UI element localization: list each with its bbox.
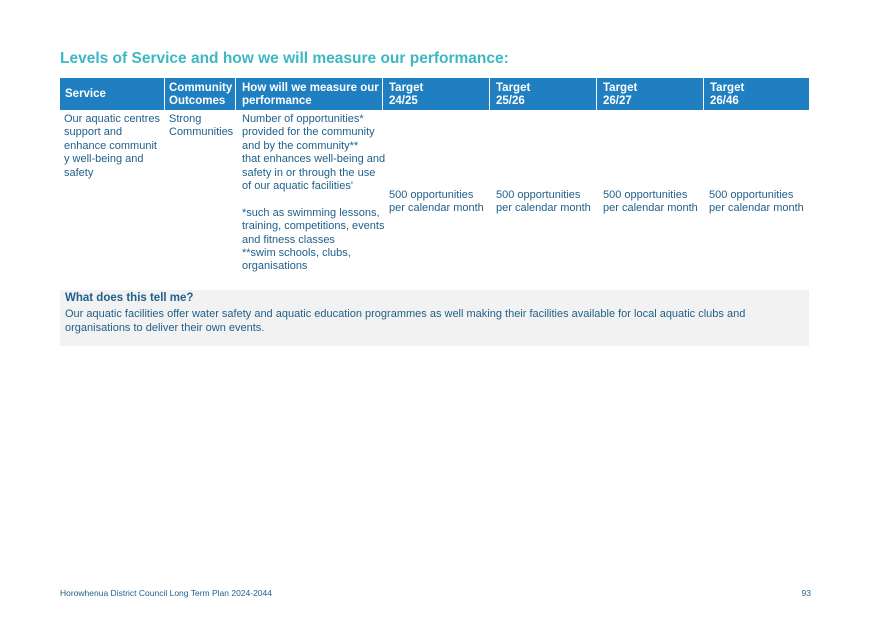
header-measure: How will we measure our performance: [236, 78, 382, 110]
header-community-outcomes: Community Outcomes: [165, 78, 235, 110]
header-target-25-26: Target 25/26: [490, 78, 596, 110]
explanation-box: What does this tell me? Our aquatic faci…: [60, 290, 809, 346]
cell-service: Our aquatic centres support and enhance …: [64, 113, 160, 179]
cell-community-outcomes: Strong Communities: [169, 113, 234, 139]
cell-measure: Number of opportunities* provided for th…: [242, 113, 386, 273]
page-title: Levels of Service and how we will measur…: [60, 50, 509, 67]
header-target-26-27: Target 26/27: [597, 78, 703, 110]
explanation-heading: What does this tell me?: [65, 292, 194, 304]
cell-target-24-25: 500 opportunities per calendar month: [389, 189, 484, 215]
cell-target-26-46: 500 opportunities per calendar month: [709, 189, 804, 215]
explanation-text: Our aquatic facilities offer water safet…: [65, 308, 746, 334]
cell-target-25-26: 500 opportunities per calendar month: [496, 189, 591, 215]
header-target-24-25: Target 24/25: [383, 78, 489, 110]
cell-target-26-27: 500 opportunities per calendar month: [603, 189, 698, 215]
header-target-26-46: Target 26/46: [704, 78, 809, 110]
header-service: Service: [60, 78, 164, 110]
page-number: 93: [801, 588, 811, 598]
footer-text: Horowhenua District Council Long Term Pl…: [60, 588, 272, 598]
